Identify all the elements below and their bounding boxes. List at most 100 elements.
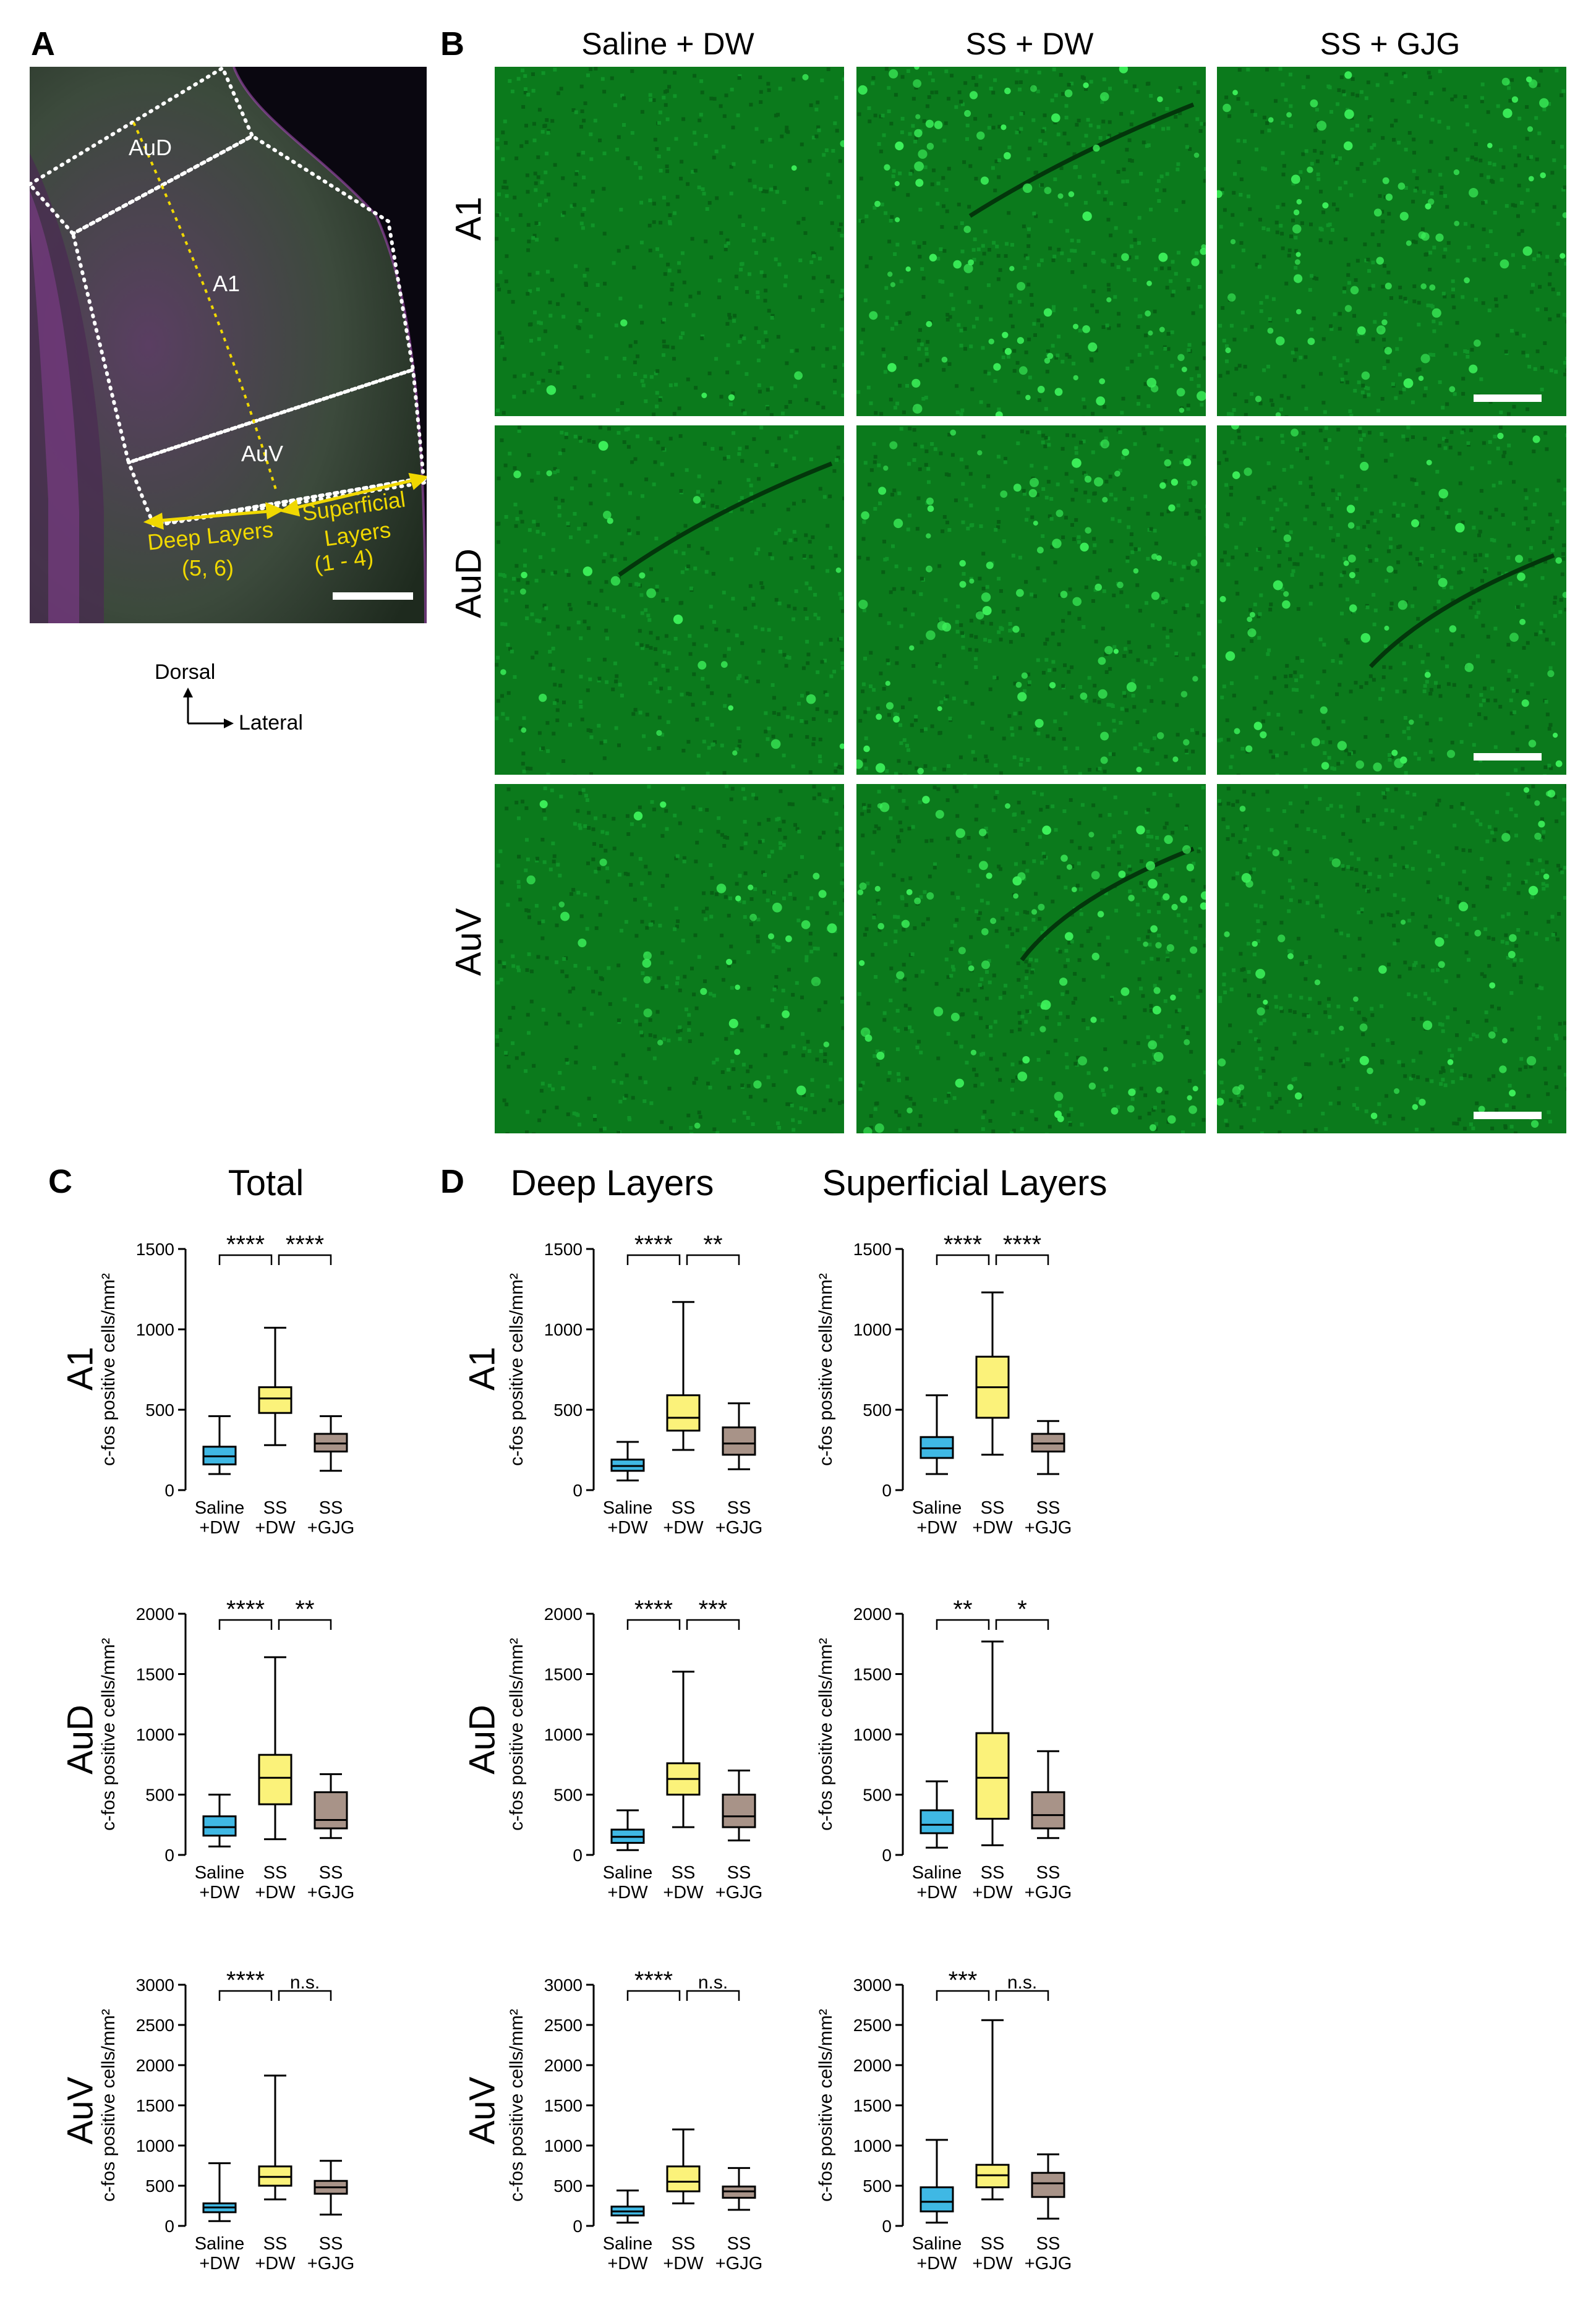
y-tick-label: 3000 <box>853 1975 892 1995</box>
y-tick-label: 3000 <box>136 1975 174 1995</box>
box-iqr <box>921 2188 953 2212</box>
category-label: SS <box>263 1863 288 1883</box>
y-axis-label: c-fos positive cells/mm² <box>816 1273 836 1466</box>
row-label-aud: AuD <box>448 522 490 646</box>
micrograph-scale-bar <box>1474 753 1542 761</box>
y-axis-label: c-fos positive cells/mm² <box>98 1638 119 1831</box>
box-iqr <box>921 1810 953 1833</box>
box-0 <box>203 1795 236 1847</box>
box-iqr <box>259 1755 291 1804</box>
y-tick-label: 1500 <box>136 2096 174 2115</box>
y-tick-label: 1500 <box>853 1240 892 1259</box>
box-1 <box>976 1642 1009 1846</box>
y-tick-label: 0 <box>882 1846 892 1865</box>
category-label: +GJG <box>715 2254 763 2274</box>
y-tick-label: 500 <box>863 1400 892 1420</box>
panel-label-a: A <box>31 25 55 63</box>
box-iqr <box>723 1428 755 1455</box>
y-tick-label: 0 <box>882 2217 892 2236</box>
col-title-ss-gjg: SS + GJG <box>1217 26 1563 62</box>
category-label: +DW <box>199 1883 240 1903</box>
category-label: SS <box>319 1863 343 1883</box>
y-tick-label: 2000 <box>136 2056 174 2075</box>
category-label: Saline <box>195 1863 245 1883</box>
micrograph-a1-0 <box>495 67 844 416</box>
y-axis-label: c-fos positive cells/mm² <box>506 2009 527 2202</box>
box-0 <box>612 2191 644 2223</box>
box-iqr <box>667 1396 699 1431</box>
significance-label: **** <box>1003 1231 1041 1258</box>
category-label: +GJG <box>1025 1883 1072 1903</box>
category-label: +DW <box>663 1883 704 1903</box>
category-label: +DW <box>663 1518 704 1538</box>
y-tick-label: 500 <box>553 1786 582 1805</box>
box-2 <box>315 1774 347 1838</box>
title-total: Total <box>173 1162 359 1204</box>
micrograph-a1-2 <box>1217 67 1566 416</box>
y-tick-label: 500 <box>863 2176 892 2196</box>
title-superficial: Superficial Layers <box>792 1162 1138 1204</box>
box-2 <box>723 2168 755 2210</box>
box-iqr <box>203 1817 236 1836</box>
category-label: +GJG <box>1025 2254 1072 2274</box>
box-iqr <box>667 2167 699 2191</box>
category-label: SS <box>1036 1498 1060 1518</box>
orientation-dorsal-label: Dorsal <box>155 660 215 684</box>
micrograph-auv-0 <box>495 784 844 1133</box>
scale-bar <box>333 592 413 600</box>
y-tick-label: 500 <box>145 1400 174 1420</box>
category-label: SS <box>981 1498 1005 1518</box>
significance-label: n.s. <box>290 1972 320 1993</box>
y-tick-label: 2500 <box>136 2016 174 2035</box>
category-label: +GJG <box>307 1883 355 1903</box>
y-tick-label: 1000 <box>136 1725 174 1744</box>
significance-label: **** <box>634 1967 673 1994</box>
box-0 <box>921 2140 953 2223</box>
category-label: +GJG <box>715 1518 763 1538</box>
y-axis-label: c-fos positive cells/mm² <box>816 1638 836 1831</box>
y-tick-label: 1500 <box>544 1665 582 1684</box>
y-tick-label: 1000 <box>544 2136 582 2155</box>
category-label: +DW <box>916 1518 957 1538</box>
y-tick-label: 2000 <box>853 2056 892 2075</box>
box-0 <box>612 1442 644 1480</box>
box-2 <box>1032 1421 1064 1474</box>
y-tick-label: 1000 <box>544 1725 582 1744</box>
y-axis-label: c-fos positive cells/mm² <box>506 1273 527 1466</box>
category-label: +DW <box>255 2254 296 2274</box>
box-2 <box>723 1404 755 1470</box>
y-tick-label: 0 <box>573 1481 582 1500</box>
box-2 <box>1032 2154 1064 2218</box>
y-axis-label: c-fos positive cells/mm² <box>98 2009 119 2202</box>
significance-label: n.s. <box>1007 1972 1037 1993</box>
category-label: +DW <box>607 1883 648 1903</box>
significance-label: **** <box>634 1596 673 1623</box>
y-tick-label: 0 <box>164 1846 174 1865</box>
orientation-lateral-label: Lateral <box>239 711 303 735</box>
significance-label: **** <box>634 1231 673 1258</box>
y-tick-label: 500 <box>553 1400 582 1420</box>
significance-label: **** <box>944 1231 982 1258</box>
significance-label: *** <box>699 1596 728 1623</box>
significance-label: **** <box>226 1967 265 1994</box>
box-0 <box>203 2163 236 2222</box>
orientation-arrows-icon <box>179 686 241 730</box>
y-tick-label: 2000 <box>136 1604 174 1624</box>
y-tick-label: 1500 <box>544 2096 582 2115</box>
category-label: +DW <box>972 1883 1013 1903</box>
category-label: SS <box>981 1863 1005 1883</box>
box-1 <box>259 1327 291 1445</box>
significance-label: ** <box>953 1596 972 1623</box>
y-axis-label: c-fos positive cells/mm² <box>98 1273 119 1466</box>
box-iqr <box>976 1733 1009 1818</box>
category-label: SS <box>263 1498 288 1518</box>
y-tick-label: 1000 <box>136 2136 174 2155</box>
panel-label-c: C <box>48 1162 72 1201</box>
micrograph-scale-bar <box>1474 394 1542 402</box>
y-tick-label: 1000 <box>853 1320 892 1339</box>
